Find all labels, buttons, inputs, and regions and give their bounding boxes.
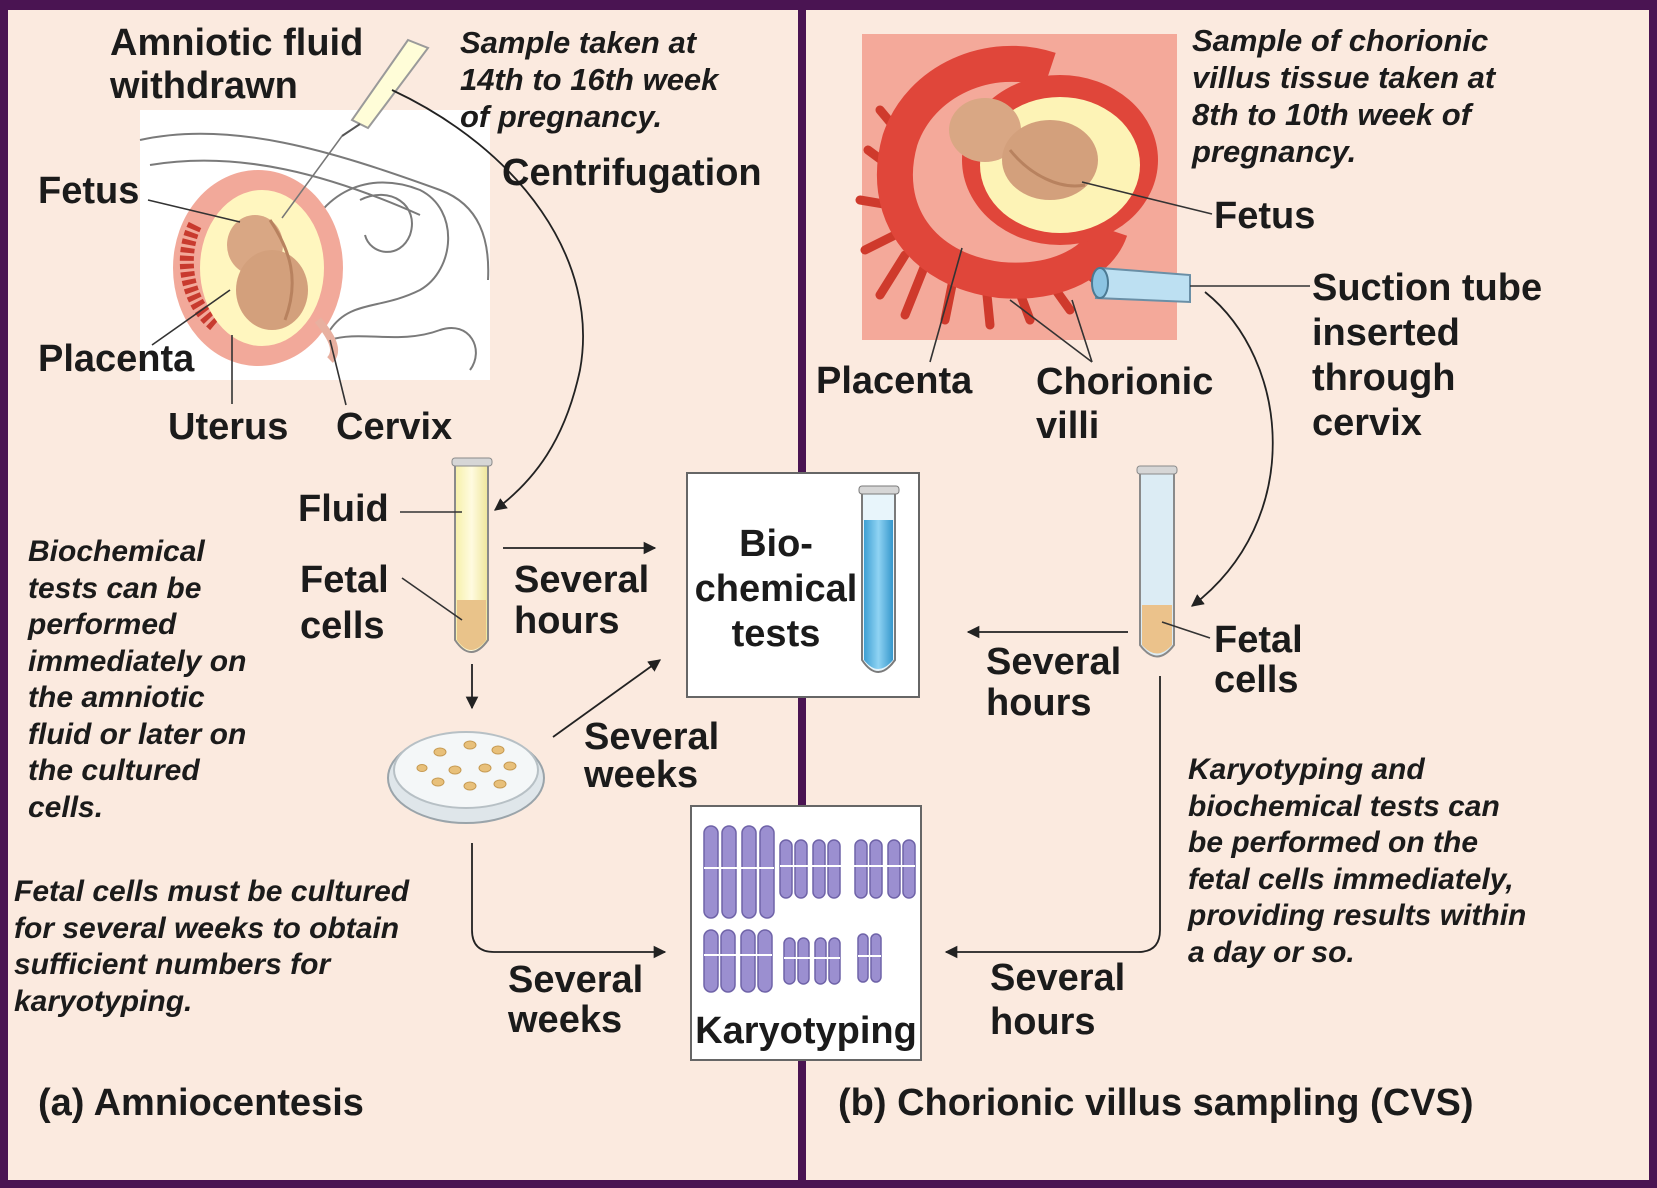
- cvs-placenta-label: Placenta: [816, 360, 972, 403]
- biochem-test-tube-icon: [859, 486, 899, 672]
- petri-dish-icon: [388, 732, 544, 823]
- uterus-label: Uterus: [168, 406, 288, 449]
- cvs-fetus-label: Fetus: [1214, 195, 1315, 238]
- cvs-test-tube-icon: [1137, 466, 1177, 657]
- chromosome-icon: [704, 826, 915, 992]
- suction-tube-icon: [1092, 268, 1190, 302]
- cervix-label: Cervix: [336, 406, 452, 449]
- amnio-placenta-label: Placenta: [38, 338, 194, 381]
- karyotyping-label: Karyotyping: [692, 1010, 920, 1053]
- fluid-label: Fluid: [298, 488, 389, 531]
- amnio-fetus-label: Fetus: [38, 170, 139, 213]
- amnio-test-tube-icon: [452, 458, 492, 652]
- amniocentesis-caption: (a) Amniocentesis: [38, 1082, 364, 1125]
- centrifugation-label: Centrifugation: [502, 152, 762, 195]
- cvs-caption: (b) Chorionic villus sampling (CVS): [838, 1082, 1473, 1125]
